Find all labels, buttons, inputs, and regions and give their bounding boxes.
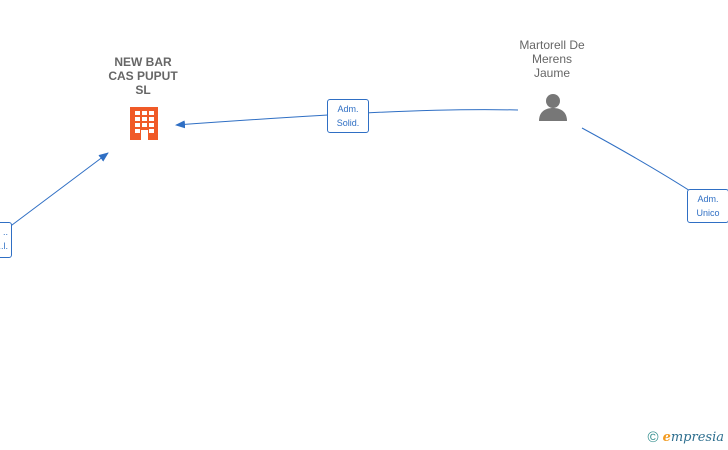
empresia-watermark: © empresia	[648, 429, 724, 446]
company-name-line-2: CAS PUPUT	[108, 69, 178, 83]
edge-label-adm-solid-line-1: Adm.	[337, 104, 359, 114]
company-name-line-1: NEW BAR	[114, 55, 172, 69]
edge-label-left-line-1: ..	[2, 227, 8, 237]
person-name-line-1: Martorell De	[519, 38, 585, 52]
person-node-label: Martorell De Merens Jaume	[506, 38, 598, 80]
building-icon[interactable]	[128, 106, 160, 140]
person-name-line-3: Jaume	[533, 66, 571, 80]
edge-label-adm-unico-line-2: Unico	[696, 208, 720, 218]
edge-person-to-company	[175, 109, 519, 129]
company-name-line-3: SL	[135, 83, 151, 97]
edge-label-adm-unico-line-1: Adm.	[697, 194, 719, 204]
person-icon[interactable]	[538, 92, 568, 122]
company-node-label: NEW BAR CAS PUPUT SL	[100, 55, 186, 97]
edge-offscreen-to-company	[7, 152, 109, 229]
edge-label-left-line-2: ..l.	[0, 241, 8, 251]
brand-rest: mpresia	[670, 430, 724, 445]
copyright-icon: ©	[647, 429, 659, 446]
edge-label-left-partial[interactable]: .. ..l.	[0, 222, 12, 258]
brand-logo: empresia	[663, 430, 724, 445]
edge-label-adm-unico[interactable]: Adm. Unico	[687, 189, 728, 223]
brand-first-letter: e	[662, 430, 671, 445]
person-name-line-2: Merens	[531, 52, 572, 66]
edge-label-adm-solid-line-2: Solid.	[336, 118, 360, 128]
edge-label-adm-solid[interactable]: Adm. Solid.	[327, 99, 369, 133]
